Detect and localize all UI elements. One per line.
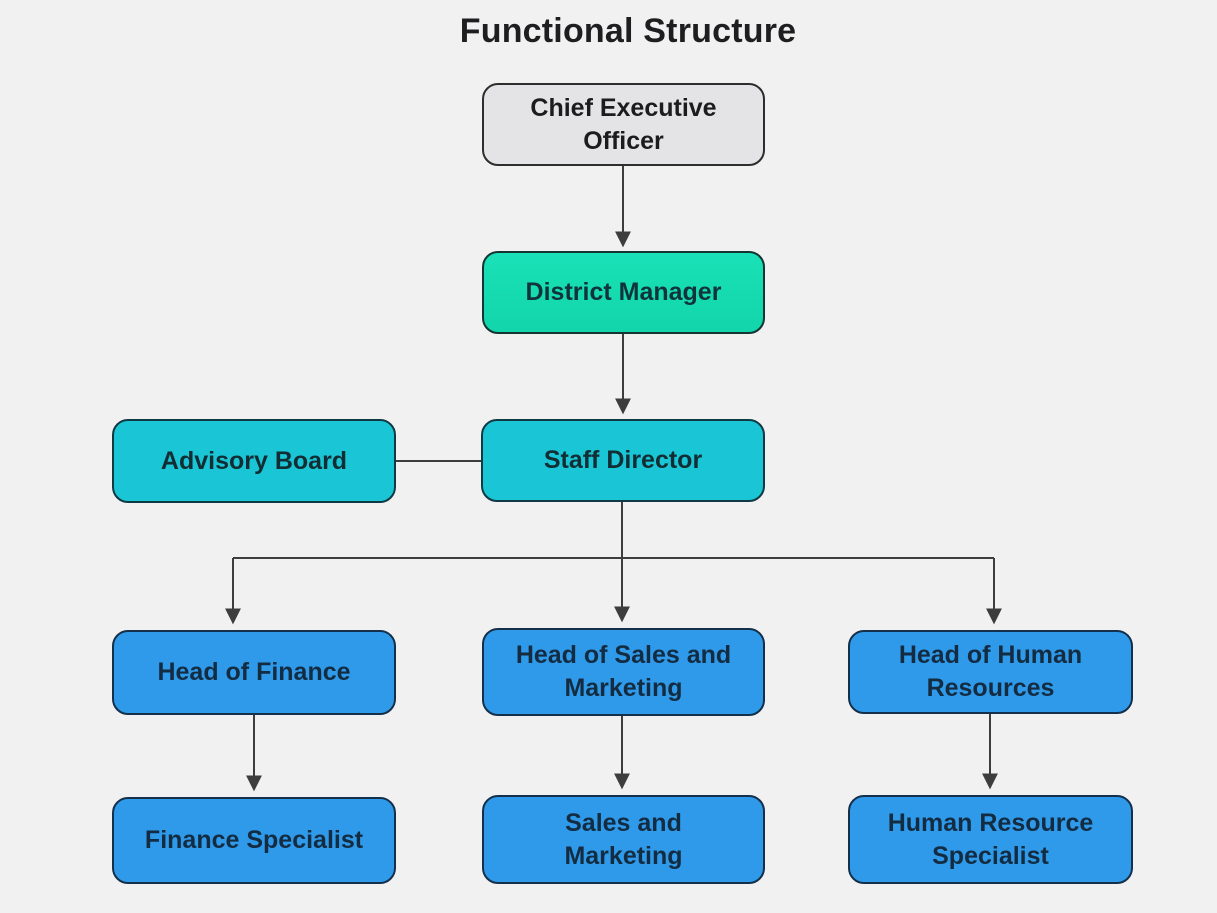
node-advisory-board: Advisory Board [112, 419, 396, 503]
node-advisory-board-label: Advisory Board [160, 446, 348, 475]
node-chief-executive-officer: Chief Executive Officer [482, 83, 765, 166]
diagram-title: Functional Structure [459, 12, 797, 50]
node-head-of-human-resources-label: Head of Human Resources [898, 641, 1083, 702]
node-human-resource-specialist-label: Human Resource Specialist [887, 808, 1094, 870]
node-head-of-human-resources: Head of Human Resources [848, 630, 1133, 714]
node-sales-and-marketing-label: Sales and Marketing [564, 808, 683, 870]
node-finance-specialist-label: Finance Specialist [144, 826, 364, 854]
node-head-of-sales-and-marketing: Head of Sales and Marketing [482, 628, 765, 716]
node-sales-and-marketing: Sales and Marketing [482, 795, 765, 884]
node-chief-executive-officer-label: Chief Executive Officer [530, 93, 717, 155]
node-head-of-sales-and-marketing-label: Head of Sales and Marketing [515, 641, 732, 702]
node-human-resource-specialist: Human Resource Specialist [848, 795, 1133, 884]
node-district-manager-label: District Manager [525, 278, 722, 306]
node-head-of-finance: Head of Finance [112, 630, 396, 715]
node-district-manager: District Manager [482, 251, 765, 334]
node-staff-director: Staff Director [481, 419, 765, 502]
node-finance-specialist: Finance Specialist [112, 797, 396, 884]
node-staff-director-label: Staff Director [543, 446, 703, 474]
node-head-of-finance-label: Head of Finance [157, 658, 351, 686]
